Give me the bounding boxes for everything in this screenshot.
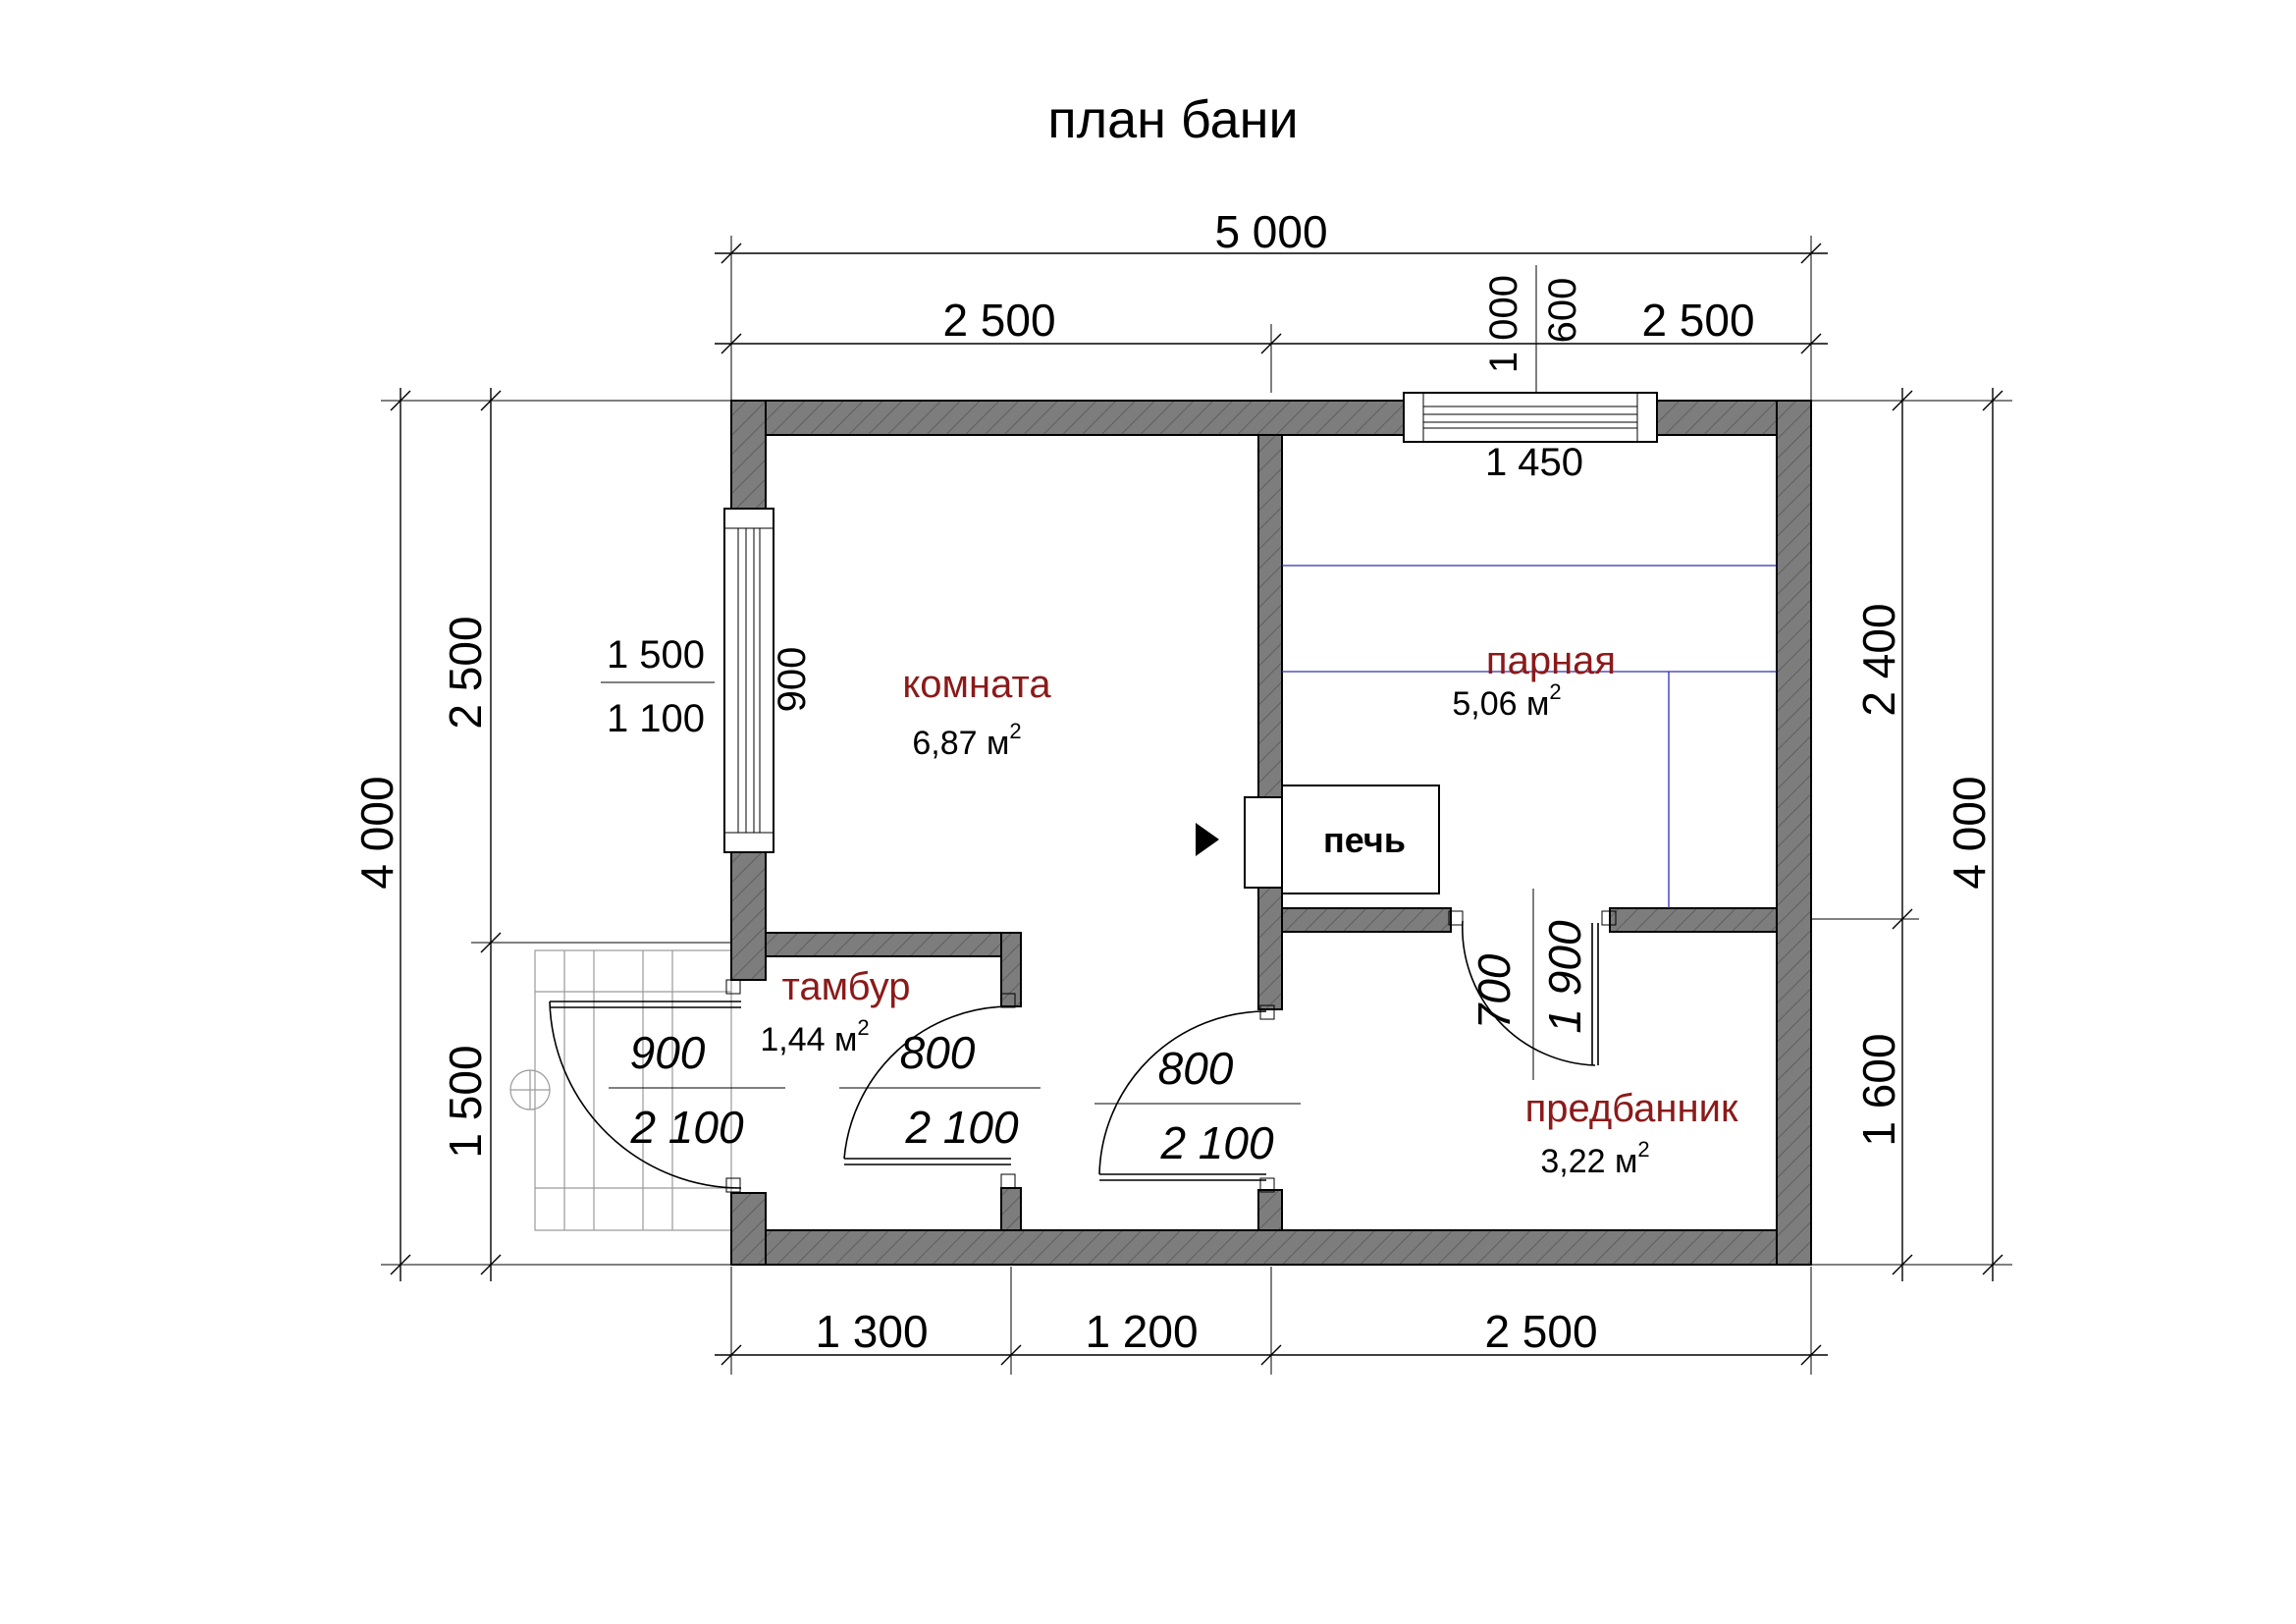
door-tambur-width: 800 <box>900 1027 976 1078</box>
room-komnata-area-value: 6,87 м <box>912 725 1009 762</box>
dim-right-total: 4 000 <box>1944 776 1995 889</box>
room-komnata-area-sup: 2 <box>1009 719 1021 743</box>
dim-window-left-sill: 900 <box>771 647 814 713</box>
parnaya-door <box>1448 889 1617 1080</box>
porch-steps <box>509 949 732 1231</box>
dim-left-lower: 1 500 <box>440 1045 491 1158</box>
tambur-door <box>839 993 1041 1189</box>
room-parnaya-name: парная <box>1486 639 1616 682</box>
room-parnaya-area-sup: 2 <box>1549 679 1561 704</box>
door-komnata-height: 2 100 <box>1159 1117 1274 1168</box>
bottom-dimensions <box>715 1267 1828 1375</box>
dim-right-upper: 2 400 <box>1853 603 1904 716</box>
dim-window-top-b: 600 <box>1541 278 1584 344</box>
door-entrance-width: 900 <box>630 1027 706 1078</box>
entrance-door <box>549 979 785 1193</box>
page-title: план бани <box>1047 90 1298 149</box>
dim-bottom-1: 1 300 <box>815 1306 928 1357</box>
door-komnata-width: 800 <box>1158 1043 1234 1094</box>
room-tambur-area: 1,44 м2 <box>760 1015 869 1058</box>
top-dimensions <box>715 236 1828 432</box>
room-parnaya-area: 5,06 м2 <box>1452 679 1561 723</box>
dim-top-total: 5 000 <box>1214 206 1327 257</box>
room-komnata-area: 6,87 м2 <box>912 719 1021 762</box>
right-dimensions <box>1806 388 2012 1281</box>
room-komnata-name: комната <box>902 663 1051 706</box>
room-parnaya-area-value: 5,06 м <box>1452 685 1549 723</box>
dim-top-right: 2 500 <box>1641 295 1754 346</box>
stove <box>1196 785 1440 894</box>
komnata-door <box>1095 1004 1301 1193</box>
left-window <box>601 508 774 853</box>
dim-bottom-3: 2 500 <box>1484 1306 1597 1357</box>
stove-label: печь <box>1323 820 1406 860</box>
room-tambur-name: тамбур <box>782 965 911 1008</box>
room-predbannik-area-value: 3,22 м <box>1540 1143 1637 1180</box>
dim-window-left-height: 1 100 <box>607 697 705 740</box>
door-parnaya-height: 1 900 <box>1539 920 1590 1034</box>
sauna-benches <box>1282 565 1777 908</box>
dim-right-lower: 1 600 <box>1853 1033 1904 1146</box>
top-window <box>1403 392 1658 443</box>
room-predbannik-name: предбанник <box>1525 1087 1738 1130</box>
dim-left-total: 4 000 <box>351 776 402 889</box>
stove-fire-arrow-icon <box>1196 823 1219 856</box>
dim-bottom-2: 1 200 <box>1085 1306 1198 1357</box>
dim-left-upper: 2 500 <box>440 616 491 729</box>
room-predbannik-area-sup: 2 <box>1637 1137 1649 1162</box>
door-tambur-height: 2 100 <box>904 1102 1019 1153</box>
room-predbannik-area: 3,22 м2 <box>1540 1137 1649 1180</box>
dim-top-left: 2 500 <box>942 295 1055 346</box>
dim-window-top-width: 1 450 <box>1485 441 1583 484</box>
dim-window-left-width: 1 500 <box>607 633 705 677</box>
room-tambur-area-sup: 2 <box>857 1015 869 1040</box>
room-tambur-area-value: 1,44 м <box>760 1021 857 1058</box>
door-entrance-height: 2 100 <box>629 1102 744 1153</box>
dim-window-top-a: 1 000 <box>1482 275 1525 373</box>
walls <box>730 400 1812 1266</box>
left-dimensions <box>381 388 746 1281</box>
door-parnaya-width: 700 <box>1468 953 1520 1029</box>
